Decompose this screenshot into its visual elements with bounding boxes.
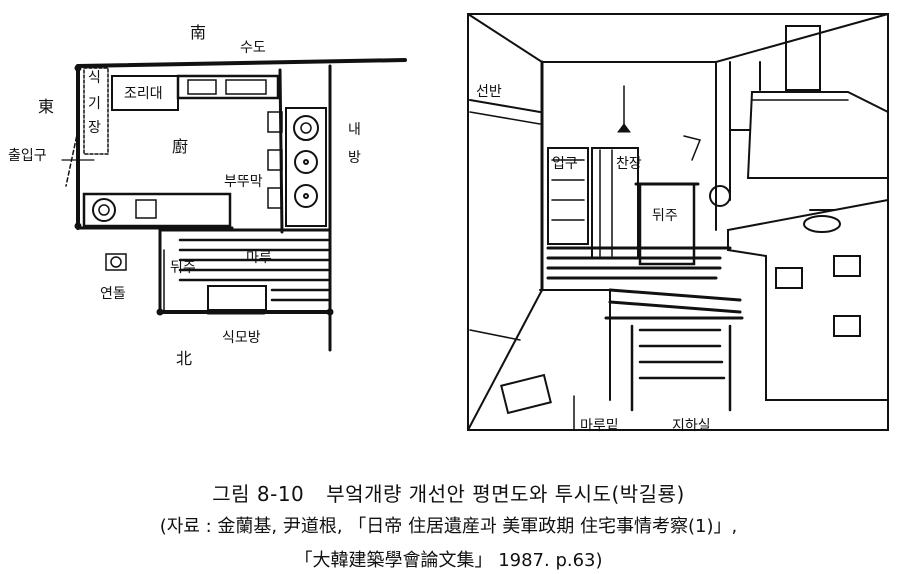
- label-under-maru: 마루밑: [580, 418, 619, 434]
- persp-entrance-door: [547, 147, 589, 245]
- plan-stove-bottom: [82, 192, 232, 228]
- persp-stairs: [630, 324, 732, 412]
- label-shelf: 선반: [476, 84, 502, 100]
- label-cupboard: 찬장: [616, 156, 642, 172]
- plan-sink: [83, 67, 109, 155]
- figure-caption-title: 그림 8-10 부엌개량 개선안 평면도와 투시도(박길룡): [0, 478, 897, 507]
- figure-title: 부엌개량 개선안 평면도와 투시도(박길룡): [326, 482, 685, 506]
- label-persp-rear-yard: 뒤주: [652, 208, 678, 224]
- plan-wall-south: [76, 58, 407, 68]
- label-basement: 지하실: [672, 418, 711, 434]
- figure-number: 그림 8-10: [212, 482, 305, 506]
- label-maru: 마루: [246, 250, 272, 266]
- label-rear-yard: 뒤주: [170, 260, 196, 276]
- plan-chimney: [105, 253, 127, 271]
- label-sink-2: 기: [88, 96, 101, 112]
- label-kitchen: 廚: [172, 137, 188, 156]
- persp-maru-planks: [546, 246, 744, 320]
- label-maid-room: 식모방: [222, 330, 261, 346]
- label-east: 東: [38, 97, 54, 116]
- persp-rear-yard-box: [638, 182, 696, 266]
- persp-floor-box: [500, 373, 552, 415]
- label-sink-3: 장: [88, 120, 101, 136]
- persp-frame: [467, 13, 889, 431]
- label-south: 南: [190, 23, 206, 42]
- label-stove-pot: 부뚜막: [224, 174, 263, 190]
- label-entrance: 출입구: [8, 148, 47, 164]
- plan-stove-right: [285, 107, 327, 227]
- plan-maid-door: [207, 285, 267, 311]
- floor-plan: [61, 58, 407, 352]
- plan-counter-box: [111, 75, 179, 111]
- figure-caption-source-2: 「大韓建築學會論文集」 1987. p.63): [294, 550, 603, 571]
- plan-entrance-door: [65, 129, 79, 187]
- label-persp-entrance: 입구: [552, 156, 578, 172]
- persp-hood: [746, 91, 889, 179]
- label-inner-room-2: 방: [348, 150, 361, 166]
- label-north: 北: [176, 349, 192, 368]
- perspective-view: [467, 13, 889, 431]
- persp-chimney: [785, 25, 821, 91]
- label-chimney: 연돌: [100, 286, 126, 302]
- label-counter: 조리대: [124, 86, 163, 102]
- label-sink-1: 식: [88, 70, 101, 86]
- plan-maru-hatching: [178, 238, 330, 302]
- label-waterway: 수도: [240, 40, 266, 56]
- label-inner-room-1: 내: [348, 122, 361, 138]
- figure-caption-source: (자료 : 金蘭基, 尹道根, 「日帝 住居遺産과 美軍政期 住宅事情考察(1)…: [159, 516, 738, 537]
- persp-stove: [727, 198, 889, 401]
- persp-shelf: [469, 99, 541, 113]
